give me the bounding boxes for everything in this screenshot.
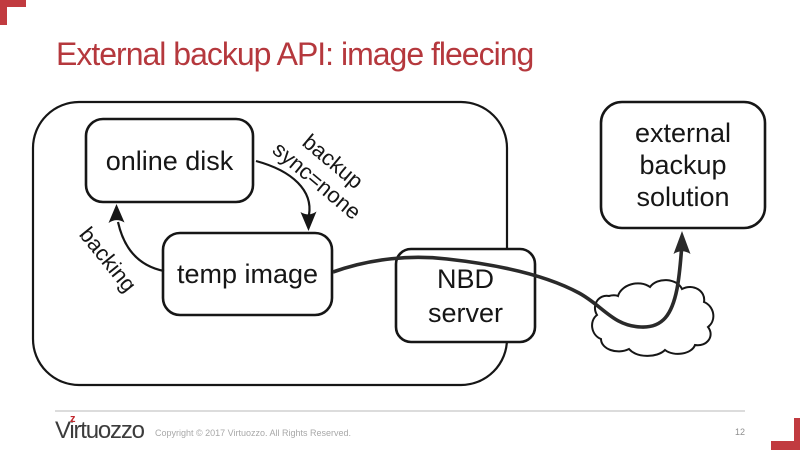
network-cloud-icon <box>591 279 715 357</box>
data-flow-line <box>332 242 684 329</box>
slide-title: External backup API: image fleecing <box>56 36 534 72</box>
corner-bracket-bottom-right-icon <box>771 418 800 450</box>
nbd-server-line2: server <box>427 297 503 328</box>
host-container-box <box>31 100 509 387</box>
temp-image-node <box>161 231 334 317</box>
backing-arrowhead-icon <box>108 204 125 223</box>
online-disk-label: online disk <box>105 145 234 176</box>
corner-bracket-top-left-icon <box>0 0 26 25</box>
page-number: 12 <box>734 427 745 437</box>
backup-sync-arrow <box>255 159 311 216</box>
nbd-server-line1: NBD <box>436 263 494 294</box>
footer-divider <box>55 410 745 412</box>
nbd-server-node <box>394 247 537 344</box>
nbd-server-label: NBD server <box>396 249 535 342</box>
external-backup-node <box>599 100 767 230</box>
data-flow-arrowhead-icon <box>673 231 691 254</box>
external-backup-line2: backup <box>639 150 727 180</box>
online-disk-node <box>84 117 255 204</box>
virtuozzo-logo: Virtuozzo <box>55 417 145 444</box>
backing-arrow <box>116 221 165 273</box>
backup-sync-arrowhead-icon <box>300 211 317 231</box>
external-backup-line3: solution <box>636 182 730 212</box>
copyright-text: Copyright © 2017 Virtuozzo. All Rights R… <box>155 428 352 438</box>
virtuozzo-logo-z-accent: z <box>70 413 76 425</box>
external-backup-label: external backup solution <box>601 102 765 228</box>
external-backup-line1: external <box>634 118 732 148</box>
temp-image-label: temp image <box>176 259 319 289</box>
